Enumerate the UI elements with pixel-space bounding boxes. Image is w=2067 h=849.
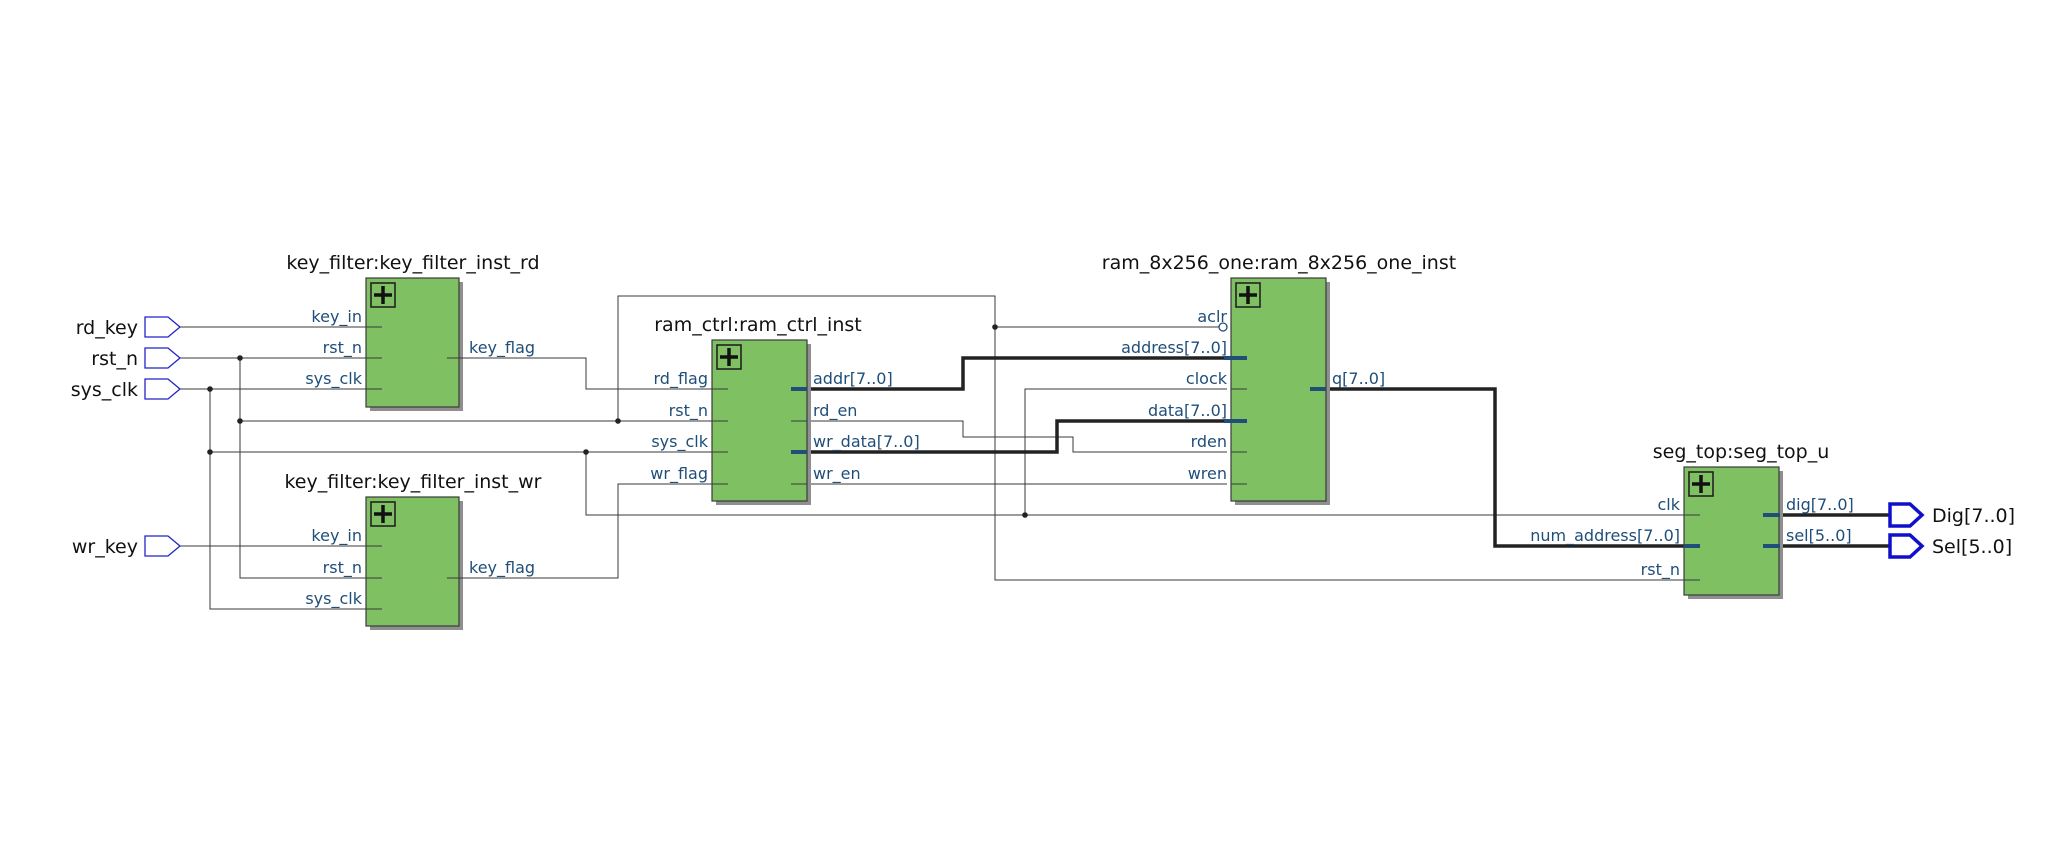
port-label-addr: addr[7..0] [813,369,893,388]
block-title: ram_ctrl:ram_ctrl_inst [654,314,861,336]
port-label-sel: sel[5..0] [1786,526,1852,545]
expand-icon[interactable] [1235,282,1261,308]
output-pin-icon [1888,533,1925,559]
port-label-rden: rden [1191,432,1227,451]
junction-dot [207,449,213,455]
output-pin-label: Dig[7..0] [1932,505,2015,527]
port-label-wr-flag: wr_flag [650,464,708,484]
input-pin-label: rd_key [76,317,138,339]
input-pin-rd-key[interactable]: rd_key [76,316,182,339]
block-key-filter-rd[interactable]: key_filter:key_filter_inst_rd key_in rst… [286,252,540,411]
port-label-key-in: key_in [311,307,362,327]
expand-icon[interactable] [716,344,742,370]
net-key-flag-wr[interactable] [463,483,720,579]
output-pins: Dig[7..0] Sel[5..0] [1888,502,2015,559]
port-label-key-flag: key_flag [469,338,535,358]
port-label-rst-n: rst_n [323,558,362,578]
port-label-address: address[7..0] [1121,338,1227,357]
port-label-clock: clock [1186,369,1228,388]
output-pin-sel[interactable]: Sel[5..0] [1888,533,2012,559]
port-label-rd-flag: rd_flag [654,369,709,389]
port-label-aclr: aclr [1197,307,1227,326]
port-label-key-flag: key_flag [469,558,535,578]
port-label-rst-n: rst_n [669,401,708,421]
block-title: key_filter:key_filter_inst_wr [284,471,541,493]
block-key-filter-wr[interactable]: key_filter:key_filter_inst_wr key_in rst… [284,471,542,630]
output-pin-label: Sel[5..0] [1932,536,2012,558]
output-pin-icon [1888,502,1925,528]
junction-dot [237,355,243,361]
input-pin-label: wr_key [72,536,138,558]
nets [180,295,1890,610]
net-rd-en[interactable] [807,420,1227,453]
input-pin-icon [144,535,182,557]
block-seg-top[interactable]: seg_top:seg_top_u clk num_address[7..0] … [1530,441,1854,599]
junctions [207,324,1028,518]
net-rst-n[interactable] [180,295,1700,581]
port-label-clk: clk [1657,495,1680,514]
block-title: key_filter:key_filter_inst_rd [286,252,539,274]
input-pin-label: sys_clk [71,379,138,401]
port-label-q: q[7..0] [1332,369,1385,388]
expand-icon[interactable] [370,282,396,308]
aclr-inversion-bubble [1218,322,1228,332]
port-label-data: data[7..0] [1148,401,1227,420]
bus-wr-data[interactable] [807,419,1227,454]
port-label-rst-n: rst_n [1641,560,1680,580]
junction-dot [237,418,243,424]
input-pin-icon [144,347,182,369]
net-sys-clk[interactable] [180,388,1700,610]
output-pin-dig[interactable]: Dig[7..0] [1888,502,2015,528]
expand-icon[interactable] [370,501,396,527]
block-title: seg_top:seg_top_u [1653,441,1830,463]
port-label-key-in: key_in [311,526,362,546]
port-label-sys-clk: sys_clk [305,589,362,609]
port-label-sys-clk: sys_clk [305,369,362,389]
bus-addr[interactable] [807,356,1227,391]
net-key-flag-rd[interactable] [463,357,720,390]
input-pin-label: rst_n [91,348,138,370]
input-pins: rd_key rst_n sys_clk wr_key [71,316,182,558]
junction-dot [1022,512,1028,518]
input-pin-sys-clk[interactable]: sys_clk [71,378,182,401]
input-pin-wr-key[interactable]: wr_key [72,535,182,558]
port-label-rst-n: rst_n [323,338,362,358]
input-pin-icon [144,378,182,400]
block-ram-8x256[interactable]: ram_8x256_one:ram_8x256_one_inst aclr ad… [1102,252,1456,505]
junction-dot [207,386,213,392]
junction-dot [992,324,998,330]
port-label-dig: dig[7..0] [1786,495,1854,514]
expand-icon[interactable] [1688,471,1714,497]
block-ram-ctrl[interactable]: ram_ctrl:ram_ctrl_inst rd_flag rst_n sys… [650,314,920,505]
block-title: ram_8x256_one:ram_8x256_one_inst [1102,252,1456,274]
port-label-wr-data: wr_data[7..0] [813,432,920,452]
port-label-num-address: num_address[7..0] [1530,526,1680,546]
port-label-wr-en: wr_en [813,464,861,484]
input-pin-rst-n[interactable]: rst_n [91,347,182,370]
junction-dot [583,449,589,455]
port-label-wren: wren [1188,464,1227,483]
junction-dot [615,418,621,424]
input-pin-icon [144,316,182,338]
bus-q[interactable] [1308,387,1700,548]
port-label-sys-clk: sys_clk [651,432,708,452]
port-label-rd-en: rd_en [813,401,857,421]
